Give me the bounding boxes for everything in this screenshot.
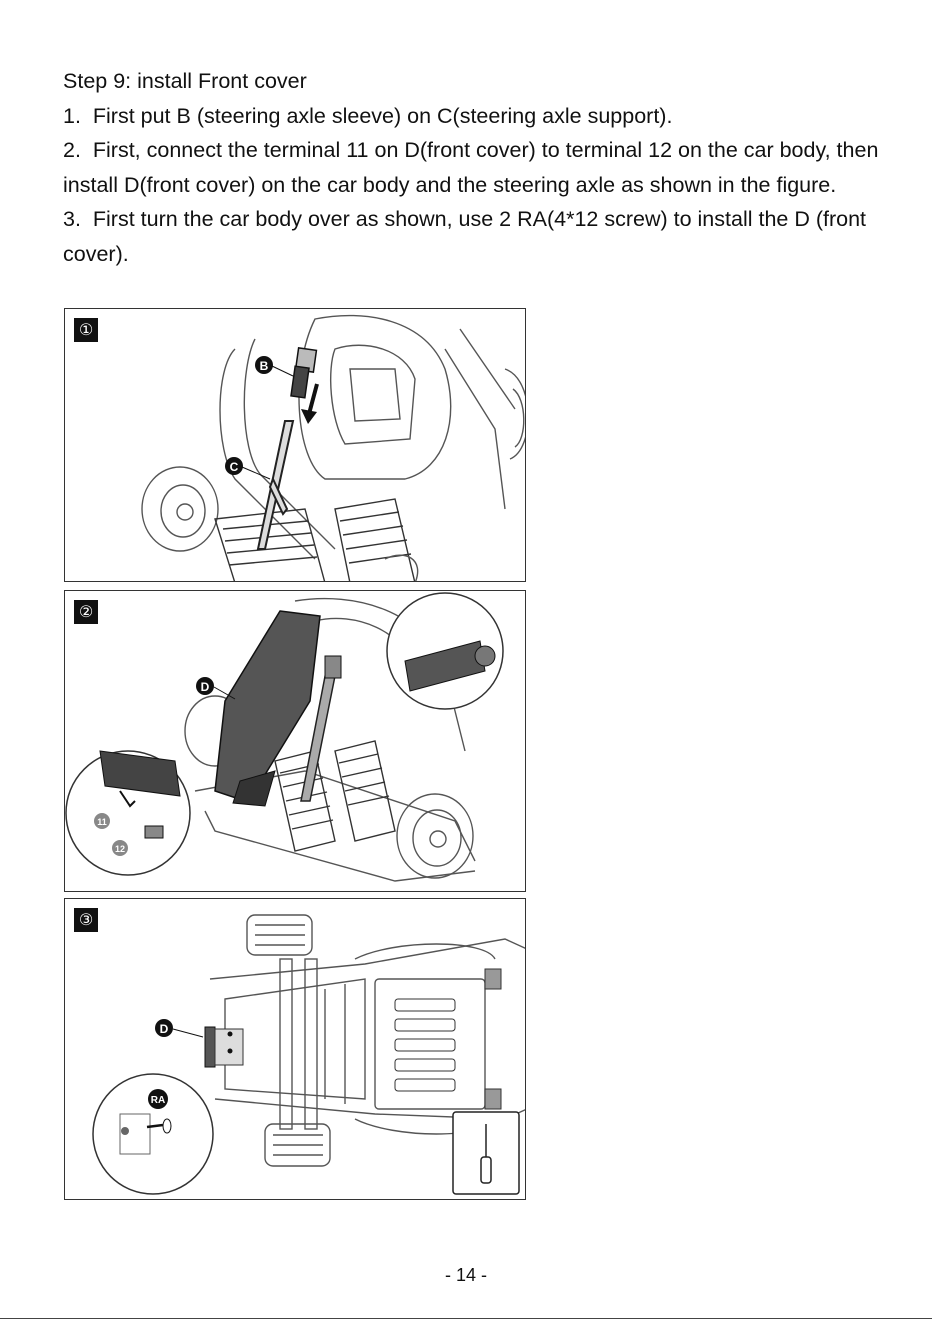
callout-12: 12 <box>115 844 125 854</box>
callout-b: B <box>260 359 269 373</box>
page-number: - 14 - <box>444 1265 487 1285</box>
figure-1-panel: B C ① <box>64 308 526 582</box>
step-heading: Step 9: install Front cover <box>63 69 307 93</box>
step-2-text: 2. First, connect the terminal 11 on D(f… <box>63 138 885 197</box>
figure-1-illustration: B C <box>141 314 525 581</box>
callout-d: D <box>201 680 210 694</box>
step-1-text: 1. First put B (steering axle sleeve) on… <box>63 103 673 128</box>
callout-ra: RA <box>151 1095 165 1106</box>
callout-c: C <box>230 460 239 474</box>
instruction-text: Step 9: install Front cover 1. First put… <box>63 64 883 272</box>
bottom-divider <box>0 1318 932 1319</box>
figure-3-badge: ③ <box>74 908 98 932</box>
figure-2-illustration: D 11 12 <box>65 592 504 882</box>
figure-3-panel: D RA ③ <box>64 898 526 1200</box>
figure-3-illustration: D RA <box>92 914 525 1195</box>
callout-d: D <box>160 1022 169 1036</box>
figure-2-panel: D 11 12 ② <box>64 590 526 892</box>
figure-1-badge: ① <box>74 318 98 342</box>
step-3-text: 3. First turn the car body over as shown… <box>63 207 872 266</box>
figure-2-badge: ② <box>74 600 98 624</box>
callout-11: 11 <box>97 817 107 827</box>
